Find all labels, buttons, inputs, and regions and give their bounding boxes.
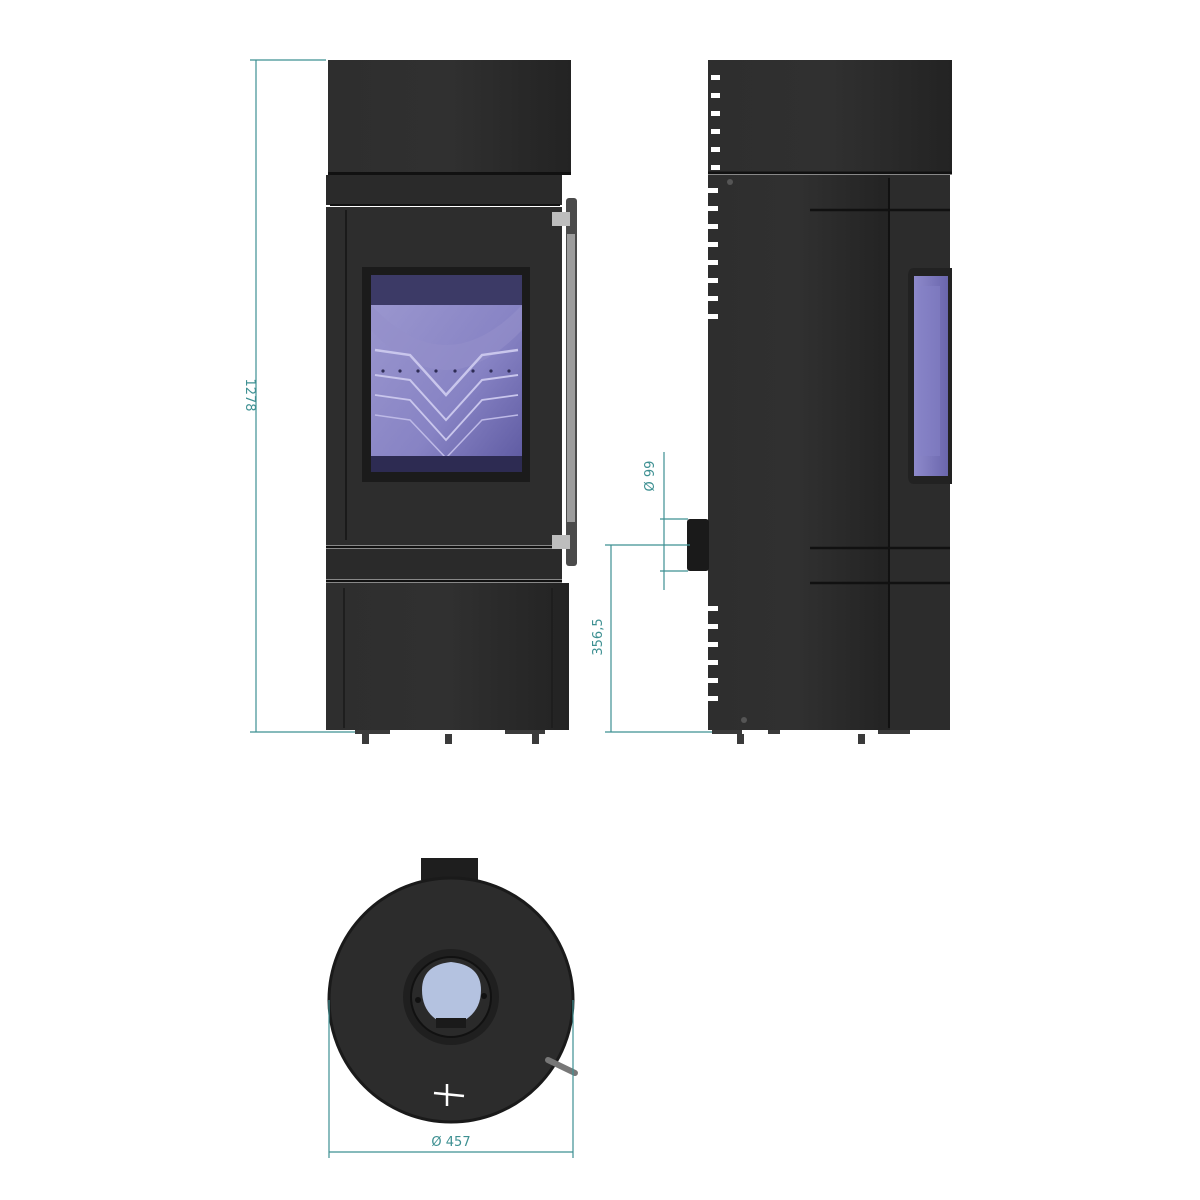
top-door-handle xyxy=(545,1057,578,1076)
front-chevron-3 xyxy=(374,394,519,442)
front-chevron-2 xyxy=(374,374,519,422)
top-view xyxy=(327,858,578,1124)
flue-diameter-dimension-label: Ø 99 xyxy=(643,461,658,492)
top-flue-opening xyxy=(422,962,481,1020)
front-door-handle-bar xyxy=(567,234,575,522)
front-view xyxy=(326,60,577,744)
side-vent-slots-top xyxy=(711,75,720,170)
diameter-dimension-label: Ø 457 xyxy=(431,1135,470,1150)
front-base xyxy=(326,583,569,730)
side-screw-top xyxy=(727,179,733,185)
top-flue-bolt-right xyxy=(481,993,487,999)
front-window-bottom xyxy=(371,456,522,472)
side-vent-slots-lower xyxy=(708,606,718,701)
flue-height-dimension-label: 356,5 xyxy=(591,618,606,655)
side-screw-bottom xyxy=(741,717,747,723)
dimension-lines xyxy=(250,59,712,1158)
front-upper-band xyxy=(326,175,562,205)
front-window-baffle xyxy=(371,275,522,305)
front-chevron-1 xyxy=(374,348,519,397)
front-rivets xyxy=(381,369,511,373)
side-feet xyxy=(712,730,910,744)
front-lower-band xyxy=(326,549,562,579)
side-view xyxy=(687,60,952,744)
side-top-section xyxy=(708,60,952,172)
side-flue-outlet xyxy=(687,519,709,571)
top-air-control xyxy=(433,1084,465,1106)
side-vent-slots-upper xyxy=(708,188,718,319)
front-top-section xyxy=(328,60,571,172)
top-flue-baffle xyxy=(436,1018,466,1028)
front-top-seam xyxy=(328,172,571,175)
top-rear-spigot xyxy=(421,858,478,880)
height-dimension-label: 1278 xyxy=(242,378,257,411)
front-hinge-top xyxy=(552,212,570,226)
front-feet xyxy=(355,730,545,744)
top-flue-bolt-left xyxy=(415,997,421,1003)
front-hinge-bottom xyxy=(552,535,570,549)
side-window-inner-dark xyxy=(920,286,940,456)
side-main-body xyxy=(708,175,890,730)
